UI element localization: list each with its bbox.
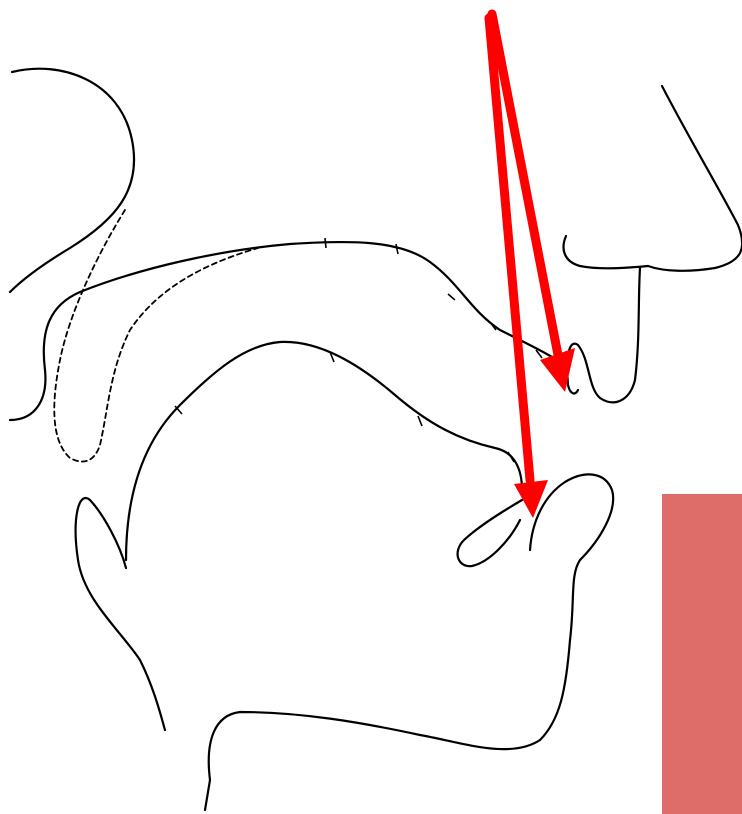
tongue-contour bbox=[126, 342, 522, 560]
jaw-outline bbox=[205, 640, 570, 810]
arrow-upper-head bbox=[540, 348, 575, 392]
pharynx-dashed-outer bbox=[54, 210, 258, 462]
tongue-tick bbox=[418, 416, 422, 426]
upper-lip-outline bbox=[567, 268, 640, 402]
nose-outline bbox=[648, 86, 742, 271]
lower-lip-outline bbox=[530, 474, 613, 640]
tongue-tip-outline bbox=[458, 500, 522, 566]
palate-tick bbox=[448, 294, 455, 300]
nostril-outline bbox=[564, 236, 648, 268]
palate-tick bbox=[325, 238, 326, 248]
arrow-lower-head bbox=[514, 480, 548, 518]
side-color-bar bbox=[662, 494, 742, 814]
velum-outline bbox=[10, 69, 134, 292]
epiglottis-outline bbox=[76, 498, 165, 730]
palate-tick bbox=[396, 244, 398, 254]
